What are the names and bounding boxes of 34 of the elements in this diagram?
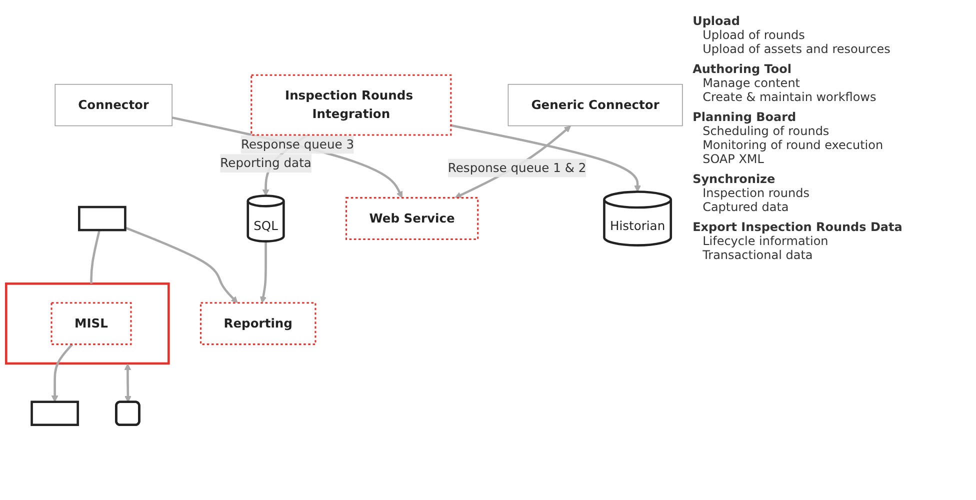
edge-label: Response queue 3 [240,136,354,152]
cluster [5,282,170,365]
arrow [450,124,641,192]
edge-label: Response queue 1 & 2 [448,160,586,175]
bullet-text: Inspection rounds [702,186,810,200]
bullet-text: Upload of assets and resources [702,42,892,56]
node-monitor [30,400,79,426]
section-heading: Upload [692,14,741,28]
bullet-text: Captured data [702,200,790,214]
edge-label: Reporting data [220,156,312,170]
arrow [260,241,267,304]
bullet-text: Create & maintain workflows [702,90,878,104]
node-monitor [78,206,126,232]
arrow [51,344,74,402]
section-heading: Planning Board [692,110,798,124]
node-box: Reporting [200,302,316,346]
bullet-text: Transactional data [702,248,814,262]
bullet-text: Scheduling of rounds [702,124,830,138]
arrow [124,363,132,403]
section-heading: Export Inspection Rounds Data [692,220,904,234]
node-box: Inspection Rounds Integration [250,74,452,136]
bullet-text: SOAP XML [702,152,765,166]
bullet-text: Upload of rounds [702,28,806,42]
node-box: Web Service [346,197,479,240]
bullet-text: Lifecycle information [702,234,830,248]
node-box: Connector [54,84,172,126]
node-box: Generic Connector [508,84,683,126]
section-heading: Authoring Tool [692,62,792,76]
connector [90,230,101,284]
section-heading: Synchronize [692,172,776,186]
bullet-text: Manage content [702,76,802,90]
bullet-text: Monitoring of round execution [702,138,884,152]
arrow [124,226,238,304]
node-box: MISL [50,302,132,346]
